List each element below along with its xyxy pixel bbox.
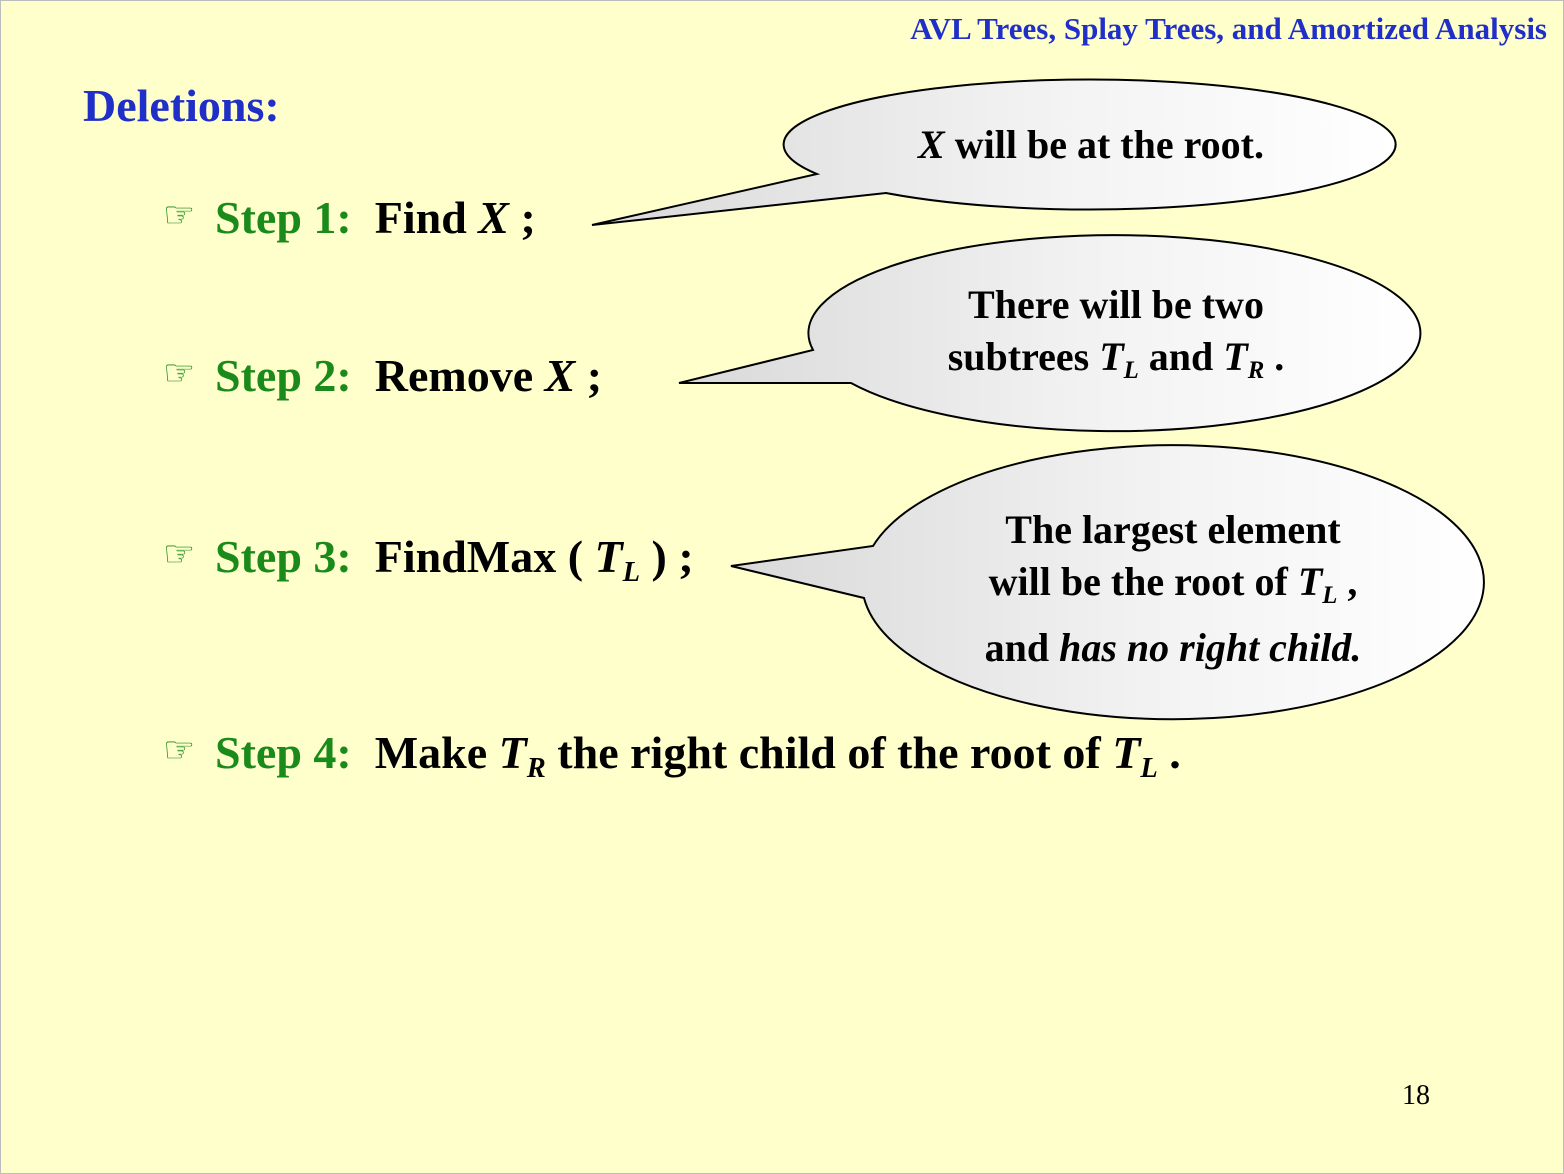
pointing-hand-icon: ☞ xyxy=(163,195,196,235)
step-2: ☞ Step 2: Remove X ; xyxy=(163,349,602,402)
step-1: ☞ Step 1: Find X ; xyxy=(163,191,536,244)
page-number: 18 xyxy=(1402,1080,1430,1111)
callout-text-2: There will be two subtrees TL and TR . xyxy=(947,282,1285,384)
step-label: Step 1: xyxy=(215,192,352,243)
pointing-hand-icon: ☞ xyxy=(163,534,196,574)
step-text: Remove X ; xyxy=(374,350,603,401)
step-label: Step 4: xyxy=(215,727,352,778)
callout-bubble-3 xyxy=(730,444,1485,721)
callout-text-3: The largest element will be the root of … xyxy=(984,507,1362,670)
slide-title: Deletions: xyxy=(83,80,280,131)
step-text: Make TR the right child of the root of T… xyxy=(374,727,1181,785)
step-text: Find X ; xyxy=(374,192,536,243)
callout-bubble-2 xyxy=(678,234,1422,433)
step-label: Step 3: xyxy=(215,531,352,582)
pointing-hand-icon: ☞ xyxy=(163,353,196,393)
slide-header: AVL Trees, Splay Trees, and Amortized An… xyxy=(910,11,1547,46)
callout-text-1: X will be at the root. xyxy=(918,122,1264,167)
callout-bubble-1 xyxy=(591,78,1397,226)
step-3: ☞ Step 3: FindMax ( TL ) ; xyxy=(163,530,694,589)
step-label: Step 2: xyxy=(215,350,352,401)
step-4: ☞ Step 4: Make TR the right child of the … xyxy=(163,726,1181,785)
step-text: FindMax ( TL ) ; xyxy=(374,531,694,589)
pointing-hand-icon: ☞ xyxy=(163,730,196,770)
